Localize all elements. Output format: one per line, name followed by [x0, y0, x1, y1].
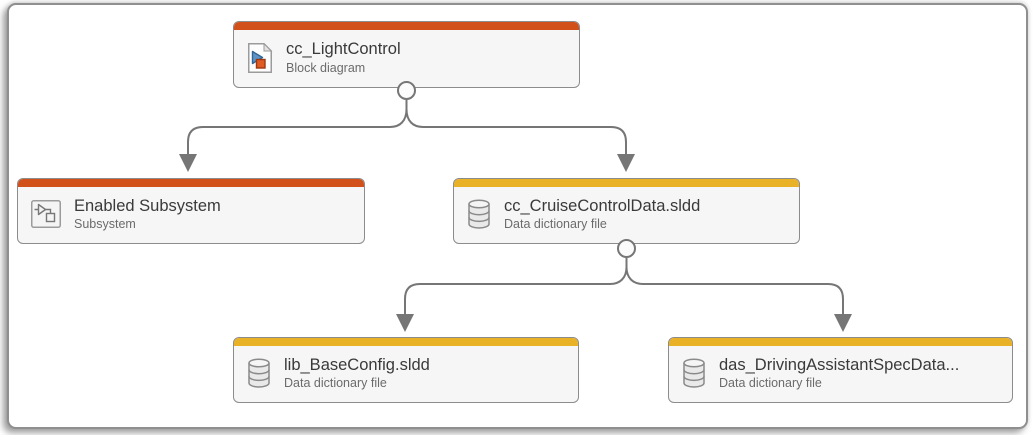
node-accent-bar [18, 179, 364, 187]
arrowhead-to-cruisecontroldata [617, 154, 635, 172]
arrowhead-to-libbaseconfig [396, 314, 414, 332]
node-accent-bar [234, 338, 578, 346]
node-cc-lightcontrol[interactable]: cc_LightControl Block diagram [233, 21, 580, 88]
node-subtitle: Data dictionary file [504, 217, 607, 232]
node-lib-baseconfig[interactable]: lib_BaseConfig.sldd Data dictionary file [233, 337, 579, 403]
block-diagram-icon [247, 42, 273, 73]
edge-cruisecontroldata-to-dasspecdata [625, 266, 844, 314]
edge-lightcontrol-to-cruisecontroldata [405, 108, 627, 154]
node-enabled-subsystem[interactable]: Enabled Subsystem Subsystem [17, 178, 365, 244]
subsystem-icon [31, 200, 61, 228]
arrowhead-to-subsystem [179, 154, 197, 172]
database-icon [682, 358, 706, 388]
node-accent-bar [234, 22, 579, 30]
node-title: cc_CruiseControlData.sldd [504, 196, 701, 215]
node-accent-bar [454, 179, 799, 187]
edge-cruisecontroldata-to-libbaseconfig [404, 266, 628, 314]
database-icon [247, 358, 271, 388]
collapse-toggle-cc-cruisecontroldata[interactable] [617, 239, 636, 258]
node-title: lib_BaseConfig.sldd [284, 355, 430, 374]
node-title: Enabled Subsystem [74, 196, 221, 215]
node-subtitle: Data dictionary file [284, 376, 387, 391]
node-accent-bar [669, 338, 1012, 346]
node-title: das_DrivingAssistantSpecData... [719, 355, 960, 374]
edge-lightcontrol-to-subsystem [187, 108, 408, 154]
node-subtitle: Block diagram [286, 60, 366, 75]
node-subtitle: Data dictionary file [719, 376, 822, 391]
database-icon [467, 199, 491, 229]
arrowhead-to-dasspecdata [834, 314, 852, 332]
collapse-toggle-cc-lightcontrol[interactable] [397, 81, 416, 100]
node-subtitle: Subsystem [74, 217, 136, 232]
node-cc-cruisecontroldata[interactable]: cc_CruiseControlData.sldd Data dictionar… [453, 178, 800, 244]
node-title: cc_LightControl [286, 40, 401, 59]
node-das-drivingassistantspecdata[interactable]: das_DrivingAssistantSpecData... Data dic… [668, 337, 1013, 403]
